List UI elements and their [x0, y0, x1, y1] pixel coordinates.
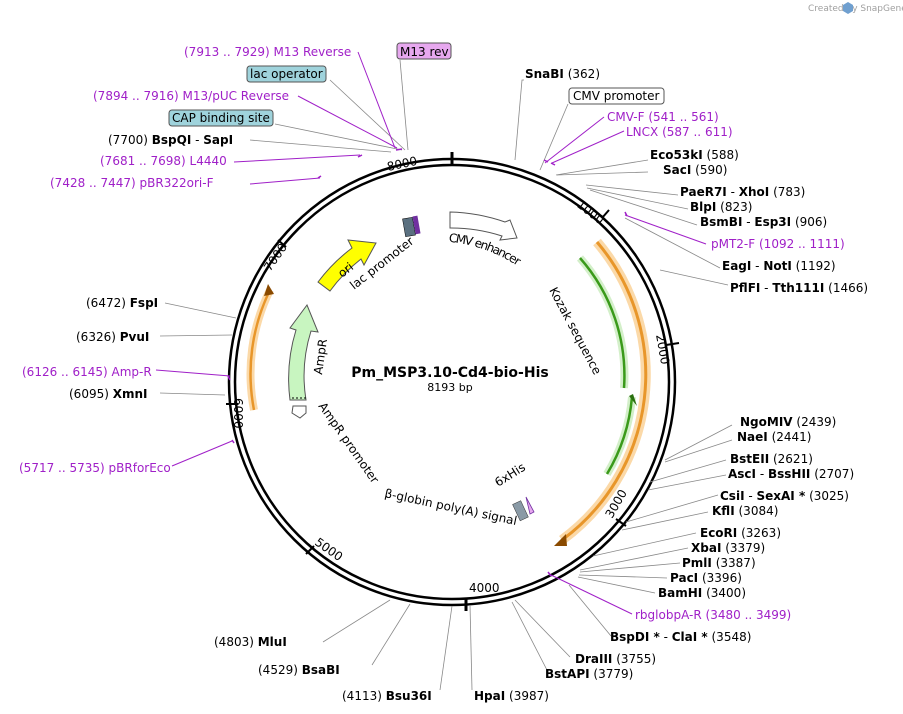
site-eco53ki: Eco53kI (588) [650, 148, 739, 162]
site-ecori: EcoRI (3263) [700, 526, 781, 540]
site-blpi: BlpI (823) [690, 200, 752, 214]
label-6xhis: 6xHis [492, 460, 528, 490]
site-pflfi-tth111i: PflFI - Tth111I (1466) [730, 281, 868, 295]
site-hpai: HpaI (3987) [474, 689, 549, 703]
site-fspi: (6472) FspI [86, 296, 158, 310]
site-draiii: DraIII (3755) [575, 652, 656, 666]
orf-orange-left [246, 284, 274, 411]
site-labels: SnaBI (362) Eco53kI (588) SacI (590) Pae… [69, 67, 868, 703]
site-pvui: (6326) PvuI [76, 330, 149, 344]
boxed-cmv-promoter: CMV promoter [568, 87, 665, 105]
tick-label-4000: 4000 [469, 581, 500, 595]
primer-leader-lines [155, 51, 707, 615]
boxed-cap-site: CAP binding site [168, 109, 274, 127]
site-paer7i-xhoi: PaeR7I - XhoI (783) [680, 185, 805, 199]
boxed-cmv-promoter-text: CMV promoter [573, 89, 660, 103]
site-paci: PacI (3396) [670, 571, 742, 585]
label-kozak: Kozak sequence [546, 285, 604, 377]
site-csii-sexai: CsiI - SexAI * (3025) [720, 489, 849, 503]
ori-arrow [317, 239, 377, 292]
label-ampr: AmpR [311, 338, 330, 375]
snapgene-logo-icon [843, 2, 853, 14]
his-tag-marker [512, 496, 535, 522]
site-asci-bsshii: AscI - BssHII (2707) [728, 467, 854, 481]
primer-markers [227, 148, 628, 577]
plasmid-length: 8193 bp [427, 381, 472, 394]
site-bamhi: BamHI (3400) [658, 586, 746, 600]
label-ampr-promoter: AmpR promoter [316, 400, 382, 486]
boxed-cap-site-text: CAP binding site [172, 111, 270, 125]
boxed-m13-rev: M13 rev [396, 42, 452, 60]
site-bstapi: BstAPI (3779) [545, 667, 633, 681]
primer-pmt2-f: pMT2-F (1092 .. 1111) [711, 237, 845, 251]
leader-lines [159, 59, 733, 691]
tick-label-6000: 6000 [231, 398, 245, 429]
primer-rbglobpa-r: rbglobpA-R (3480 .. 3499) [635, 608, 791, 622]
site-bsabi: (4529) BsaBI [258, 663, 340, 677]
primer-labels: CMV-F (541 .. 561) LNCX (587 .. 611) pMT… [19, 45, 845, 622]
site-ngomiv: NgoMIV (2439) [740, 415, 836, 429]
site-xmni: (6095) XmnI [69, 387, 148, 401]
site-kfli: KflI (3084) [712, 504, 778, 518]
site-eagi-noti: EagI - NotI (1192) [722, 259, 836, 273]
primer-m13-puc-reverse: (7894 .. 7916) M13/pUC Reverse [93, 89, 289, 103]
site-xbai: XbaI (3379) [691, 541, 765, 555]
site-mlui: (4803) MluI [214, 635, 287, 649]
site-bspdi-clai: BspDI * - ClaI * (3548) [610, 630, 751, 644]
primer-cmv-f: CMV-F (541 .. 561) [607, 110, 719, 124]
boxed-lac-operator-text: lac operator [250, 67, 323, 81]
boxed-m13-rev-text: M13 rev [400, 45, 449, 59]
watermark: Created by SnapGene [808, 4, 903, 14]
tick-marks [226, 152, 680, 611]
primer-lncx: LNCX (587 .. 611) [626, 125, 733, 139]
label-globin: β-globin poly(A) signal [383, 486, 518, 528]
tick-label-8000: 8000 [386, 154, 419, 174]
site-naei: NaeI (2441) [737, 430, 811, 444]
cmv-enhancer-arrow [449, 211, 518, 241]
boxed-lac-operator: lac operator [246, 65, 327, 83]
tick-label-1000: 1000 [574, 197, 607, 227]
site-bsteii: BstEII (2621) [730, 452, 813, 466]
ampr-promoter-arrow [291, 405, 307, 419]
site-snabi: SnaBI (362) [525, 67, 600, 81]
site-bsmbi-esp3i: BsmBI - Esp3I (906) [700, 215, 827, 229]
orf-green-arrow [576, 255, 637, 477]
tick-label-2000: 2000 [653, 333, 672, 366]
lac-promoter-arrow [402, 215, 421, 238]
site-saci: SacI (590) [663, 163, 727, 177]
primer-m13-reverse: (7913 .. 7929) M13 Reverse [184, 45, 351, 59]
primer-l4440: (7681 .. 7698) L4440 [100, 154, 227, 168]
site-bspqi-sapi: (7700) BspQI - SapI [108, 133, 233, 147]
site-bsu36i: (4113) Bsu36I [342, 689, 432, 703]
primer-pbrforeco: (5717 .. 5735) pBRforEco [19, 461, 171, 475]
orf-orange-arrow [554, 238, 651, 546]
site-pmli: PmlI (3387) [682, 556, 756, 570]
primer-pbr322ori-f: (7428 .. 7447) pBR322ori-F [50, 176, 214, 190]
primer-amp-r: (6126 .. 6145) Amp-R [22, 365, 152, 379]
ampr-arrow [288, 303, 319, 401]
plasmid-name: Pm_MSP3.10-Cd4-bio-His [351, 365, 548, 381]
